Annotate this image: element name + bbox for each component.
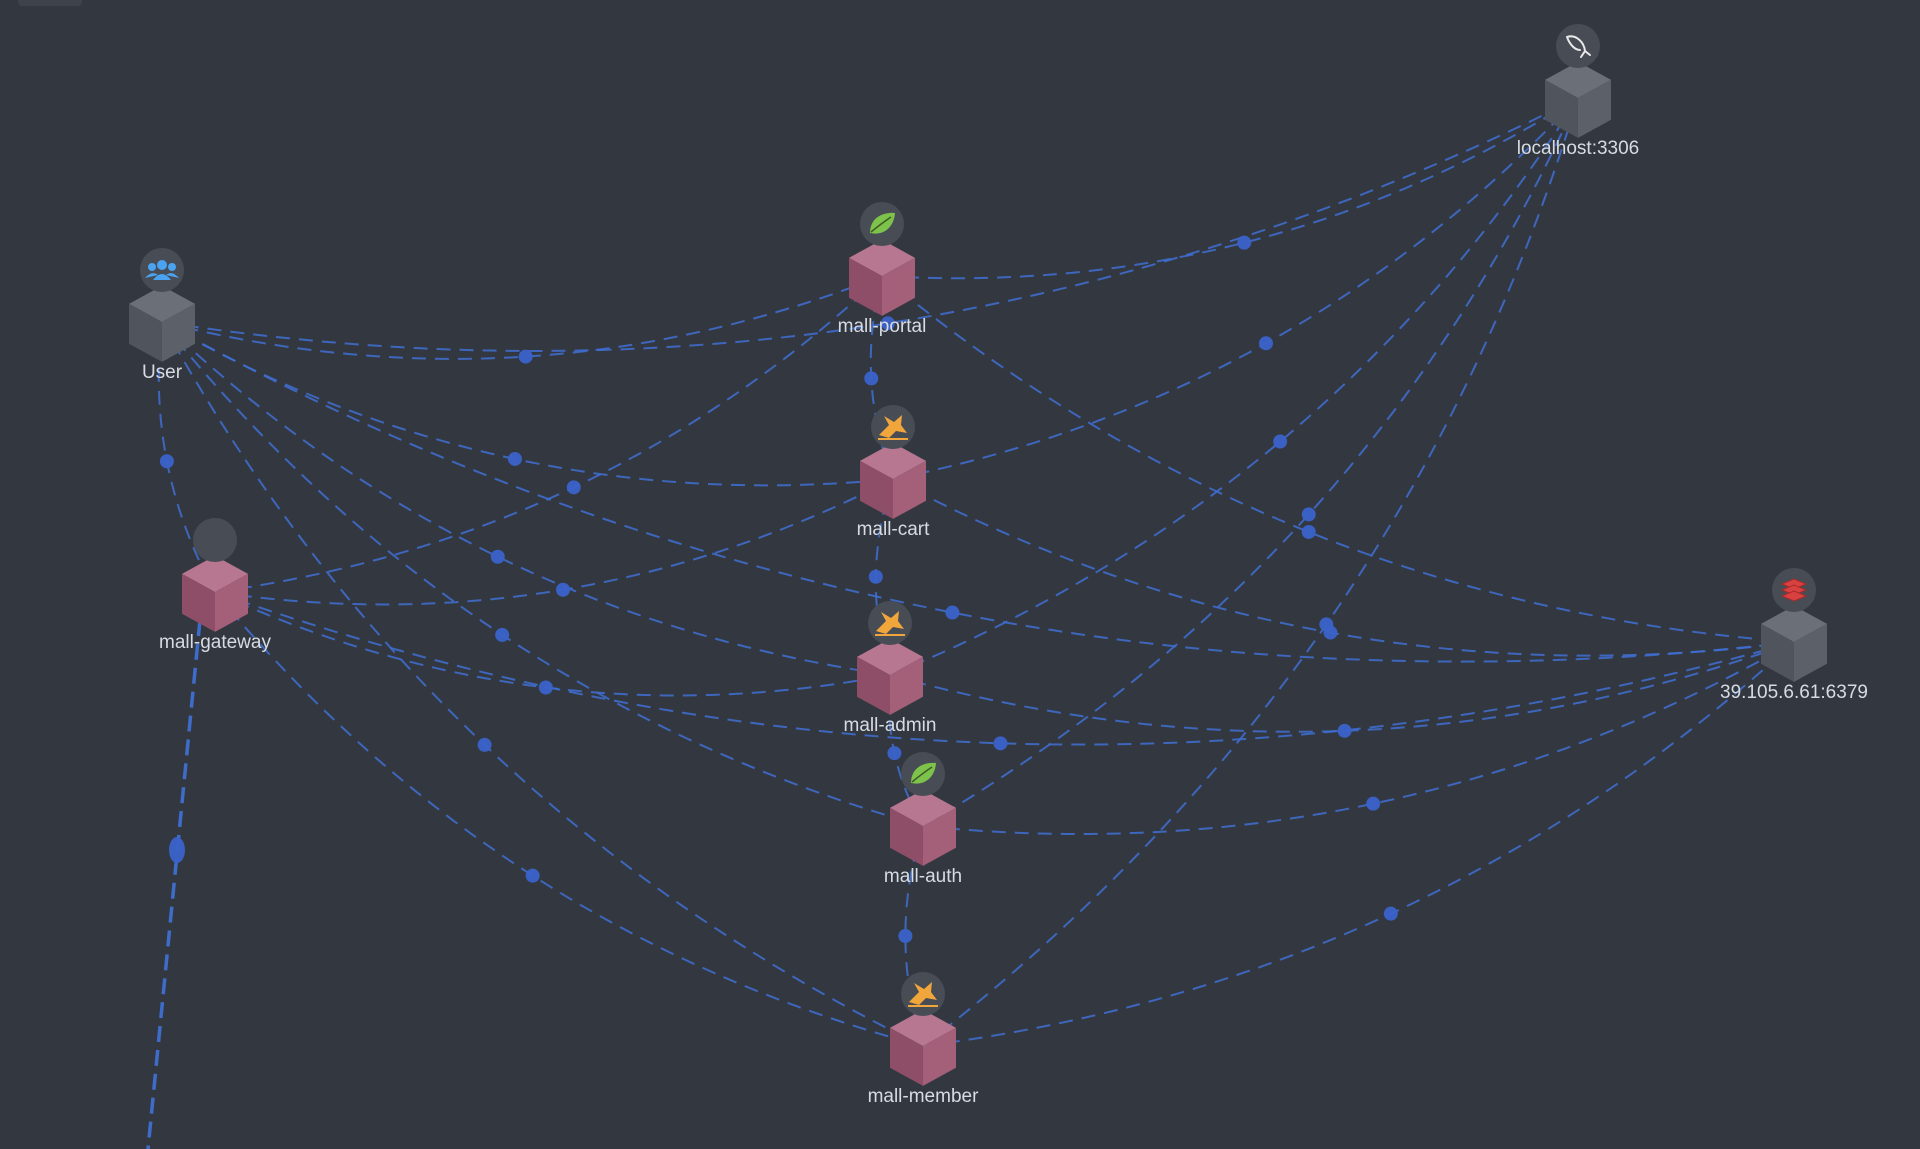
edge-user-to-mall_admin[interactable]	[161, 321, 891, 676]
icon-badge	[193, 518, 237, 562]
flow-dot-mall_gateway-to-mall_member	[525, 868, 540, 883]
icon-badge	[1556, 24, 1600, 68]
flow-dot-user-to-mall_auth	[495, 627, 510, 642]
flow-dot-user-to-redis	[945, 605, 960, 620]
flow-dot-mall_member-to-redis	[1383, 906, 1398, 921]
flow-dots-layer	[159, 235, 1398, 943]
flow-dot-mall_cart-to-mall_admin	[868, 569, 883, 584]
nodes-layer: User mall-portal mall-cart mall-gateway mall…	[129, 24, 1868, 1107]
edge-mall_gateway-to-redis[interactable]	[214, 591, 1795, 746]
node-mysql[interactable]: localhost:3306	[1517, 24, 1640, 159]
node-label: mall-cart	[857, 519, 931, 540]
spring-leaf-icon	[911, 762, 936, 784]
service-cube[interactable]	[860, 442, 926, 519]
service-cube[interactable]	[890, 1009, 956, 1086]
flow-dot-mall_admin-to-mysql	[1273, 434, 1288, 449]
edge-mall_auth-to-redis[interactable]	[922, 641, 1795, 836]
edge-user-to-mall_auth[interactable]	[161, 321, 924, 827]
node-mall_cart[interactable]: mall-cart	[857, 405, 931, 540]
flow-dot-mall_gateway-to-mall_cart	[556, 582, 571, 597]
flow-dot-mall_portal-to-redis	[1301, 524, 1316, 539]
edge-mall_gateway-to-mall_cart[interactable]	[214, 478, 894, 606]
node-label: mall-gateway	[159, 632, 271, 653]
node-label: mall-admin	[844, 715, 937, 736]
edge-mall_cart-to-mysql[interactable]	[892, 97, 1579, 480]
edge-mall_admin-to-redis[interactable]	[889, 641, 1795, 733]
edge-mall_auth-to-mysql[interactable]	[922, 97, 1579, 827]
flow-dot-user-to-mysql	[880, 316, 895, 331]
flow-dot-user-to-mall_gateway	[159, 454, 174, 469]
flow-dot-mall_auth-to-mysql	[1301, 507, 1316, 522]
node-label: 39.105.6.61:6379	[1720, 682, 1868, 703]
users-icon	[145, 260, 179, 280]
service-cube[interactable]	[857, 638, 923, 715]
service-cube[interactable]	[182, 555, 248, 632]
node-label: mall-portal	[838, 316, 927, 337]
flow-dot-user-to-mall_member	[477, 737, 492, 752]
edges-layer	[146, 97, 1795, 1149]
flow-dot-user-to-mall_cart	[507, 451, 522, 466]
edge-mall_member-to-redis[interactable]	[922, 641, 1795, 1047]
node-mall_portal[interactable]: mall-portal	[838, 202, 927, 337]
flow-dot-mall_member-to-mysql	[1319, 617, 1334, 632]
service-cube[interactable]	[890, 789, 956, 866]
top-left-tab[interactable]	[18, 0, 82, 6]
infra-cube[interactable]	[129, 285, 195, 362]
flow-dot-mall_gateway-outgoing	[169, 837, 185, 863]
node-mall_member[interactable]: mall-member	[868, 972, 980, 1107]
edge-mall_portal-to-redis[interactable]	[881, 275, 1795, 643]
edge-user-to-mall_cart[interactable]	[161, 321, 894, 487]
redis-icon	[1780, 578, 1808, 602]
node-mall_admin[interactable]: mall-admin	[844, 601, 937, 736]
tomcat-icon	[875, 611, 905, 636]
infra-cube[interactable]	[1761, 605, 1827, 682]
node-label: mall-member	[868, 1086, 980, 1107]
node-mall_auth[interactable]: mall-auth	[884, 752, 962, 887]
flow-dot-mall_cart-to-mysql	[1258, 336, 1273, 351]
node-redis[interactable]: 39.105.6.61:6379	[1720, 568, 1868, 703]
node-user[interactable]: User	[129, 248, 195, 383]
flow-dot-mall_admin-to-redis	[1337, 723, 1352, 738]
spring-leaf-icon	[870, 212, 895, 234]
service-cube[interactable]	[849, 239, 915, 316]
mysql-dolphin-icon	[1566, 35, 1591, 58]
edge-user-to-redis[interactable]	[161, 321, 1795, 663]
edge-mall_gateway-to-mall_admin[interactable]	[214, 591, 891, 697]
node-label: localhost:3306	[1517, 138, 1640, 159]
flow-dot-mall_gateway-to-mall_portal	[566, 480, 581, 495]
infra-cube[interactable]	[1545, 61, 1611, 138]
flow-dot-user-to-mall_portal	[518, 349, 533, 364]
flow-dot-mall_auth-to-mall_member	[898, 929, 913, 943]
edge-mall_cart-to-redis[interactable]	[892, 478, 1795, 657]
flow-dot-mall_gateway-to-redis	[993, 736, 1008, 751]
flow-dot-mall_gateway-to-mall_admin	[538, 680, 553, 695]
node-label: User	[142, 362, 183, 383]
node-label: mall-auth	[884, 866, 962, 887]
edge-mall_gateway-to-mall_portal[interactable]	[214, 275, 883, 593]
flow-dot-mall_portal-to-mysql	[1237, 235, 1252, 250]
edge-mall_portal-to-mysql[interactable]	[881, 97, 1579, 280]
tomcat-icon	[878, 415, 908, 440]
tomcat-icon	[908, 982, 938, 1007]
flow-dot-mall_auth-to-redis	[1366, 796, 1381, 811]
node-mall_gateway[interactable]: mall-gateway	[159, 518, 271, 653]
flow-dot-user-to-mall_admin	[490, 549, 505, 564]
flow-dot-mall_admin-to-mall_auth	[887, 746, 902, 761]
edge-mall_gateway-outgoing[interactable]	[146, 619, 202, 1149]
edge-user-to-mall_portal[interactable]	[161, 275, 883, 360]
flow-dot-mall_portal-to-mall_cart	[864, 371, 879, 386]
